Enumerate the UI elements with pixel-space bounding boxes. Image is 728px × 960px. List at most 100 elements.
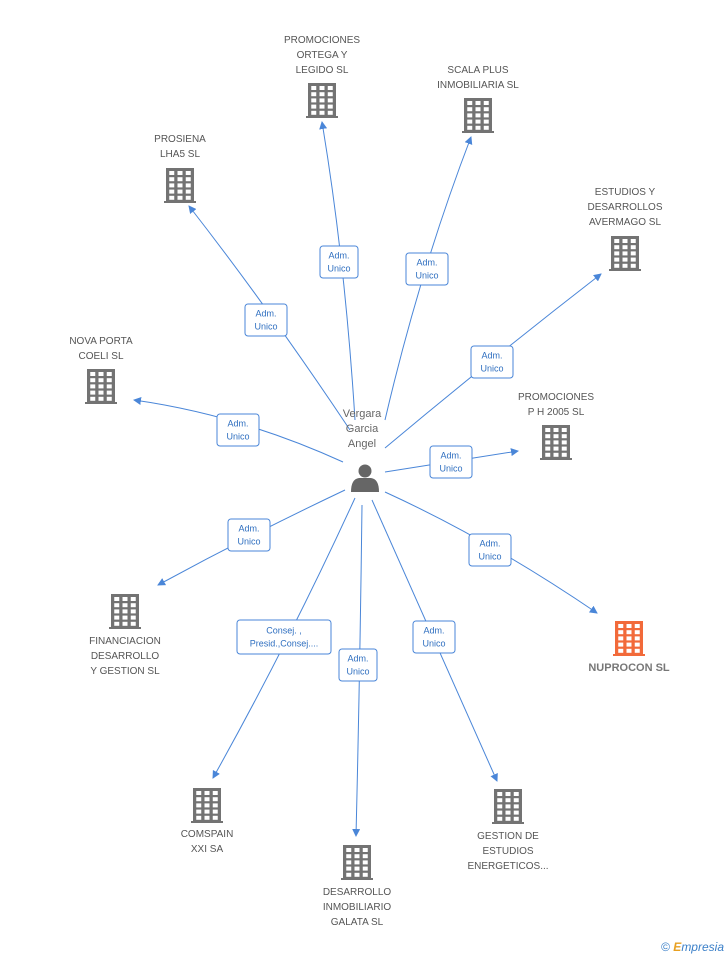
company-label: Y GESTION SL (90, 666, 160, 677)
company-node-nova-porta[interactable]: NOVA PORTA COELI SL (69, 336, 133, 404)
company-node-comspain[interactable]: COMSPAIN XXI SA (181, 788, 234, 855)
role-badge-scala-plus[interactable]: Adm. Unico (405, 252, 449, 286)
building-icon[interactable] (492, 789, 524, 824)
building-icon[interactable] (306, 83, 338, 118)
role-label: Unico (237, 537, 260, 547)
role-badge-estudios-avermago[interactable]: Adm. Unico (470, 345, 514, 379)
company-label: DESARROLLO (91, 651, 160, 662)
company-label: PROSIENA (154, 134, 206, 145)
nodes-layer: PROMOCIONES ORTEGA Y LEGIDO SL SCALA PLUS IN… (69, 35, 670, 928)
company-node-gestion-estudios[interactable]: GESTION DE ESTUDIOS ENERGETICOS... (467, 789, 549, 872)
role-box (412, 620, 456, 654)
company-label: ESTUDIOS Y (595, 187, 656, 198)
role-label: Unico (422, 639, 445, 649)
role-label: Consej. , (266, 626, 302, 636)
role-label: Unico (478, 552, 501, 562)
building-icon[interactable] (85, 369, 117, 404)
person-name-label: Angel (348, 438, 376, 450)
company-label: SCALA PLUS (447, 65, 508, 76)
company-label: ENERGETICOS... (467, 861, 548, 872)
role-box (236, 619, 332, 655)
role-label: Unico (226, 432, 249, 442)
role-box (429, 445, 473, 479)
building-icon[interactable] (164, 168, 196, 203)
building-icon[interactable] (462, 98, 494, 133)
role-label: Adm. (479, 539, 500, 549)
company-label: INMOBILIARIA SL (437, 80, 519, 91)
company-label: LEGIDO SL (296, 65, 349, 76)
role-label: Adm. (328, 251, 349, 261)
company-label: NUPROCON SL (588, 662, 670, 674)
role-badge-financiacion[interactable]: Adm. Unico (227, 518, 271, 552)
role-label: Adm. (255, 309, 276, 319)
role-box (470, 345, 514, 379)
role-box (244, 303, 288, 337)
company-node-promociones-ph[interactable]: PROMOCIONES P H 2005 SL (518, 392, 594, 460)
building-icon[interactable] (341, 845, 373, 880)
role-box (216, 413, 260, 447)
role-label: Unico (415, 271, 438, 281)
role-box (468, 533, 512, 567)
company-label: INMOBILIARIO (323, 902, 392, 913)
person-name-label: Vergara (343, 408, 382, 420)
building-icon[interactable] (109, 594, 141, 629)
company-label: AVERMAGO SL (589, 217, 661, 228)
company-label: XXI SA (191, 844, 224, 855)
company-label: ESTUDIOS (482, 846, 533, 857)
role-label: Unico (439, 464, 462, 474)
company-label: DESARROLLOS (587, 202, 662, 213)
role-box (319, 245, 359, 279)
brand-name: mpresia (681, 940, 724, 954)
role-box (405, 252, 449, 286)
building-icon[interactable] (609, 236, 641, 271)
role-label: Adm. (347, 654, 368, 664)
role-label: Unico (480, 364, 503, 374)
company-label: DESARROLLO (323, 887, 392, 898)
role-label: Adm. (440, 451, 461, 461)
company-node-financiacion[interactable]: FINANCIACION DESARROLLO Y GESTION SL (89, 594, 161, 677)
role-box (227, 518, 271, 552)
company-node-scala-plus[interactable]: SCALA PLUS INMOBILIARIA SL (437, 65, 519, 133)
role-badge-promociones-ortega[interactable]: Adm. Unico (319, 245, 359, 279)
role-label: Adm. (416, 258, 437, 268)
role-badge-gestion-estudios[interactable]: Adm.Unico (412, 620, 456, 654)
person-icon[interactable] (351, 464, 379, 493)
building-icon[interactable] (540, 425, 572, 460)
role-badge-comspain[interactable]: Consej. , Presid.,Consej.... (236, 619, 332, 655)
copyright-icon: © (661, 940, 670, 954)
building-icon[interactable] (191, 788, 223, 823)
building-icon[interactable] (613, 621, 645, 656)
footer-brand[interactable]: © Empresia (661, 940, 724, 954)
company-node-galata[interactable]: DESARROLLO INMOBILIARIO GALATA SL (323, 845, 392, 928)
company-label: GALATA SL (331, 917, 384, 928)
role-label: Adm. (481, 351, 502, 361)
company-label: COMSPAIN (181, 829, 234, 840)
company-node-nuprocon[interactable]: NUPROCON SL (588, 621, 670, 674)
role-badge-nuprocon[interactable]: Adm. Unico (468, 533, 512, 567)
role-label: Presid.,Consej.... (250, 639, 319, 649)
company-label: PROMOCIONES (518, 392, 594, 403)
role-badge-promociones-ph[interactable]: Adm. Unico (429, 445, 473, 479)
company-label: NOVA PORTA (69, 336, 133, 347)
company-label: GESTION DE (477, 831, 539, 842)
role-label: Unico (327, 264, 350, 274)
role-label: Unico (346, 667, 369, 677)
role-label: Adm. (227, 419, 248, 429)
person-name-label: Garcia (346, 423, 379, 435)
roles-layer: Adm.UnicoAdm.UnicoAdm.UnicoAdm.UnicoAdm.… (216, 245, 514, 682)
company-label: FINANCIACION (89, 636, 161, 647)
role-badge-prosiena[interactable]: Adm.Unico (244, 303, 288, 337)
company-label: LHA5 SL (160, 149, 200, 160)
role-badge-galata[interactable]: Adm. Unico (338, 648, 378, 682)
role-box (338, 648, 378, 682)
company-label: P H 2005 SL (528, 407, 585, 418)
role-label: Adm. (238, 524, 259, 534)
company-node-estudios-avermago[interactable]: ESTUDIOS Y DESARROLLOS AVERMAGO SL (587, 187, 663, 271)
company-label: PROMOCIONES (284, 35, 360, 46)
company-node-promociones-ortega[interactable]: PROMOCIONES ORTEGA Y LEGIDO SL (284, 35, 360, 118)
company-label: COELI SL (78, 351, 123, 362)
company-label: ORTEGA Y (297, 50, 348, 61)
role-badge-nova-porta[interactable]: Adm. Unico (216, 413, 260, 447)
company-node-prosiena[interactable]: PROSIENA LHA5 SL (154, 134, 206, 203)
